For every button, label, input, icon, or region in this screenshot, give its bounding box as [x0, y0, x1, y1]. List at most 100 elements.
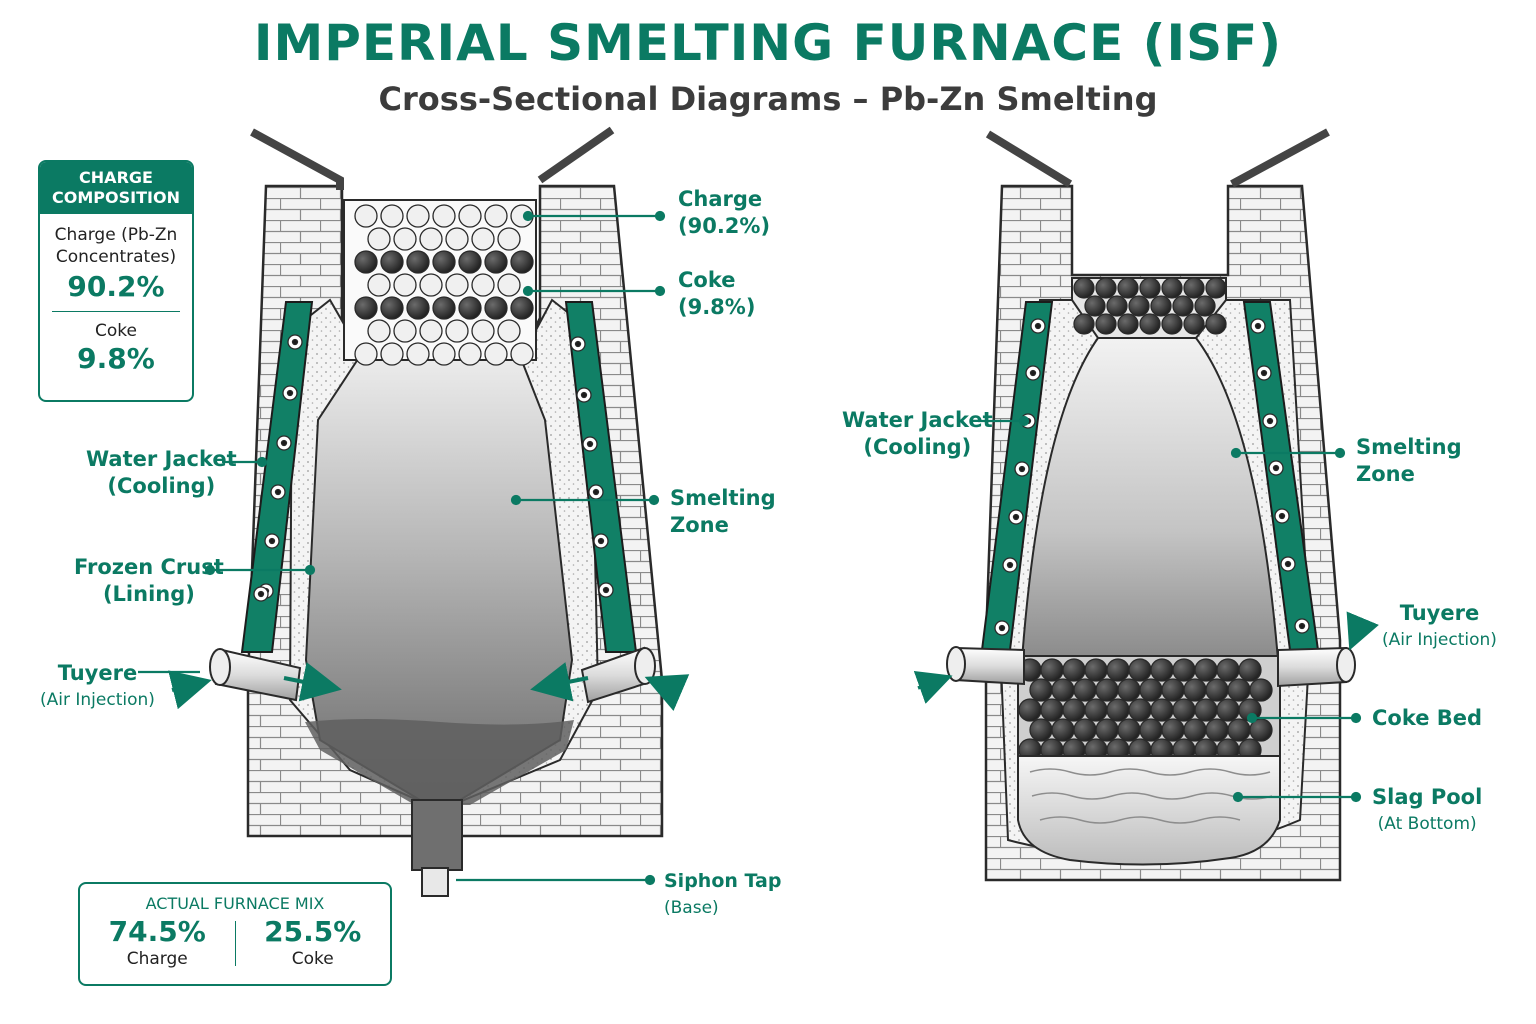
coke-ball: [432, 296, 456, 320]
air-arrow-icon: [168, 662, 690, 711]
coke-ball: [380, 296, 404, 320]
coke-ball: [1139, 678, 1163, 702]
coke-ball: [1095, 678, 1119, 702]
jacket-nozzle-center: [274, 488, 282, 496]
coke-ball: [1117, 277, 1139, 299]
actual-mix-header: ACTUAL FURNACE MIX: [145, 894, 325, 913]
jacket-nozzle-center: [257, 590, 265, 598]
jacket-nozzle-center: [574, 340, 582, 348]
coke-ball: [1084, 658, 1108, 682]
charge-ball: [419, 227, 443, 251]
charge-ball: [458, 342, 482, 366]
charge-ball: [419, 273, 443, 297]
jacket-nozzle-center: [1284, 560, 1292, 568]
page-subtitle: Cross-Sectional Diagrams – Pb-Zn Smeltin…: [378, 80, 1158, 118]
coke-ball: [1172, 658, 1196, 682]
jacket-nozzle-center: [1006, 561, 1014, 569]
mix-charge-value: 74.5%: [108, 915, 206, 948]
jacket-nozzle-center: [592, 488, 600, 496]
right-hopper-lid-right: [1230, 128, 1330, 188]
coke-ball: [1205, 313, 1227, 335]
coke-ball: [1073, 678, 1097, 702]
coke-ball: [406, 296, 430, 320]
coke-ball: [1073, 718, 1097, 742]
jacket-nozzle-center: [291, 338, 299, 346]
charge-ball: [406, 204, 430, 228]
coke-ball: [1227, 718, 1251, 742]
coke-ball: [1161, 313, 1183, 335]
coke-ball: [1084, 698, 1108, 722]
coke-ball: [1194, 295, 1216, 317]
charge-ball: [497, 227, 521, 251]
charge-ball: [354, 204, 378, 228]
coke-ball: [1183, 718, 1207, 742]
coke-ball: [1150, 658, 1174, 682]
coke-ball: [1139, 277, 1161, 299]
jacket-nozzle-center: [998, 624, 1006, 632]
coke-ball: [1084, 295, 1106, 317]
coke-ball: [510, 250, 534, 274]
right-hopper-lid-left: [985, 130, 1073, 188]
left-charge-balls: [354, 204, 534, 366]
coke-ball: [1172, 698, 1196, 722]
coke-ball: [1216, 698, 1240, 722]
label-charge: Charge(90.2%): [678, 187, 771, 238]
mix-coke-label: Coke: [291, 949, 334, 969]
jacket-nozzle-center: [286, 389, 294, 397]
coke-ball: [1194, 658, 1218, 682]
coke-ball: [458, 250, 482, 274]
coke-ball: [1095, 313, 1117, 335]
coke-ball: [1128, 658, 1152, 682]
label-water-jacket-right: Water Jacket(Cooling): [842, 408, 993, 459]
coke-ball: [1106, 295, 1128, 317]
coke-ball: [1062, 698, 1086, 722]
coke-ball: [484, 296, 508, 320]
right-slag-pool: [1017, 755, 1281, 866]
coke-ball: [1051, 718, 1075, 742]
charge-ball: [471, 319, 495, 343]
coke-ball: [510, 296, 534, 320]
coke-value: 9.8%: [77, 342, 155, 375]
jacket-nozzle-center: [1254, 322, 1262, 330]
jacket-nozzle-center: [1012, 513, 1020, 521]
coke-ball: [1062, 658, 1086, 682]
coke-ball: [1018, 698, 1042, 722]
mix-divider: [234, 921, 236, 966]
jacket-nozzle-center: [1278, 512, 1286, 520]
coke-ball: [1117, 678, 1141, 702]
coke-ball: [1073, 277, 1095, 299]
charge-ball: [445, 273, 469, 297]
left-molten-bath: [305, 719, 574, 805]
label-tuyere-left: Tuyere(Air Injection): [40, 661, 155, 710]
coke-ball: [1150, 295, 1172, 317]
coke-ball: [1106, 698, 1130, 722]
label-coke: Coke(9.8%): [678, 268, 756, 319]
coke-ball: [1150, 698, 1174, 722]
charge-ball: [393, 319, 417, 343]
coke-ball: [1183, 678, 1207, 702]
actual-mix-card: ACTUAL FURNACE MIX 74.5% Charge 25.5% Co…: [78, 882, 392, 986]
label-water-jacket-left: Water Jacket(Cooling): [86, 447, 237, 498]
charge-ball: [419, 319, 443, 343]
coke-ball: [1128, 698, 1152, 722]
jacket-nozzle-center: [602, 586, 610, 594]
jacket-nozzle-center: [1034, 322, 1042, 330]
jacket-nozzle-center: [1272, 464, 1280, 472]
coke-ball: [1040, 658, 1064, 682]
page-title: IMPERIAL SMELTING FURNACE (ISF): [253, 14, 1283, 72]
charge-composition-header: CHARGE COMPOSITION: [40, 162, 192, 214]
coke-ball: [1029, 718, 1053, 742]
label-tuyere-right: Tuyere(Air Injection): [1382, 601, 1497, 650]
coke-ball: [1095, 718, 1119, 742]
mix-coke-value: 25.5%: [264, 915, 362, 948]
coke-ball: [406, 250, 430, 274]
coke-ball: [1029, 678, 1053, 702]
coke-ball: [1227, 678, 1251, 702]
charge-ball: [445, 319, 469, 343]
charge-ball: [367, 319, 391, 343]
charge-value: 90.2%: [67, 270, 165, 303]
jacket-nozzle-center: [280, 439, 288, 447]
label-frozen-crust: Frozen Crust(Lining): [74, 555, 224, 606]
